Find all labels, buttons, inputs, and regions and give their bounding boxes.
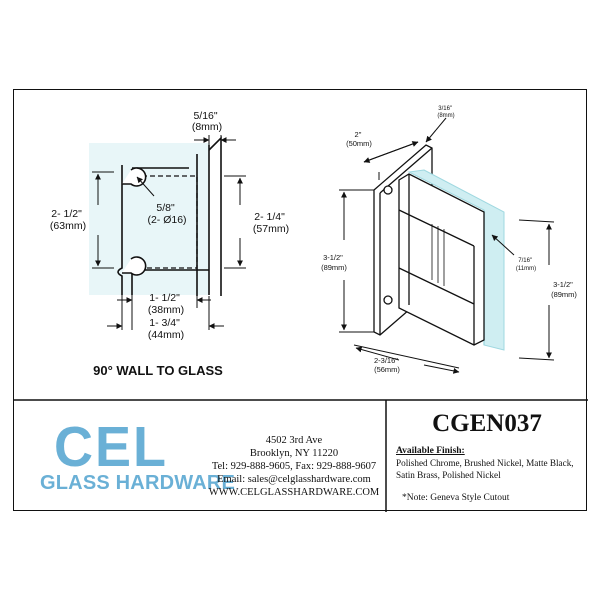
side-view-drawing: 5/16" (8mm) 5/8" (2- Ø16) 2- 1/2" (63mm)… [50, 110, 289, 378]
dim-iso-7-16: 7/16" (11mm) [516, 258, 536, 272]
dim-5-16: 5/16" (8mm) [192, 110, 222, 133]
style-note: *Note: Geneva Style Cutout [402, 493, 510, 503]
dim-hole: 5/8" (2- Ø16) [147, 202, 186, 226]
spec-sheet: 5/16" (8mm) 5/8" (2- Ø16) 2- 1/2" (63mm)… [13, 89, 588, 512]
phone-fax: Tel: 929-888-9605, Fax: 929-888-9607 [211, 461, 377, 472]
email: Email: sales@celglasshardware.com [217, 474, 371, 485]
dim-1-1-2: 1- 1/2" (38mm) [148, 292, 184, 316]
address-city: Brooklyn, NY 11220 [249, 448, 339, 459]
dim-1-3-4: 1- 3/4" (44mm) [148, 317, 184, 341]
isometric-view-drawing [373, 144, 505, 351]
dim-2-1-4: 2- 1/4" (57mm) [253, 211, 289, 235]
iso-dimension-lines [339, 117, 555, 374]
logo-glass-hardware: GLASS HARDWARE [40, 472, 236, 494]
technical-drawing: 5/16" (8mm) 5/8" (2- Ø16) 2- 1/2" (63mm)… [14, 106, 588, 512]
dim-iso-2: 2" (50mm) [346, 130, 372, 148]
view-caption: 90° WALL TO GLASS [93, 363, 223, 378]
dim-iso-3-16: 3/16" (8mm) [437, 106, 454, 119]
dim-iso-width: 2-3/16" (56mm) [374, 356, 400, 374]
product-code: CGEN037 [432, 410, 542, 437]
finish-heading: Available Finish: [396, 446, 465, 456]
address-street: 4502 3rd Ave [265, 435, 323, 446]
dim-iso-height-right: 3-1/2" (89mm) [551, 280, 577, 299]
finish-line-1: Polished Chrome, Brushed Nickel, Matte B… [396, 458, 574, 468]
website: WWW.CELGLASSHARDWARE.COM [208, 487, 380, 498]
slot-bottom [122, 256, 147, 276]
logo-cel: CEL [54, 415, 168, 479]
dim-2-1-2: 2- 1/2" (63mm) [50, 208, 86, 232]
screw-hole-top [383, 185, 393, 195]
screw-hole-bottom [383, 295, 393, 305]
dim-iso-height-left: 3-1/2" (89mm) [321, 253, 347, 272]
finish-line-2: Satin Brass, Polished Nickel [396, 470, 501, 480]
